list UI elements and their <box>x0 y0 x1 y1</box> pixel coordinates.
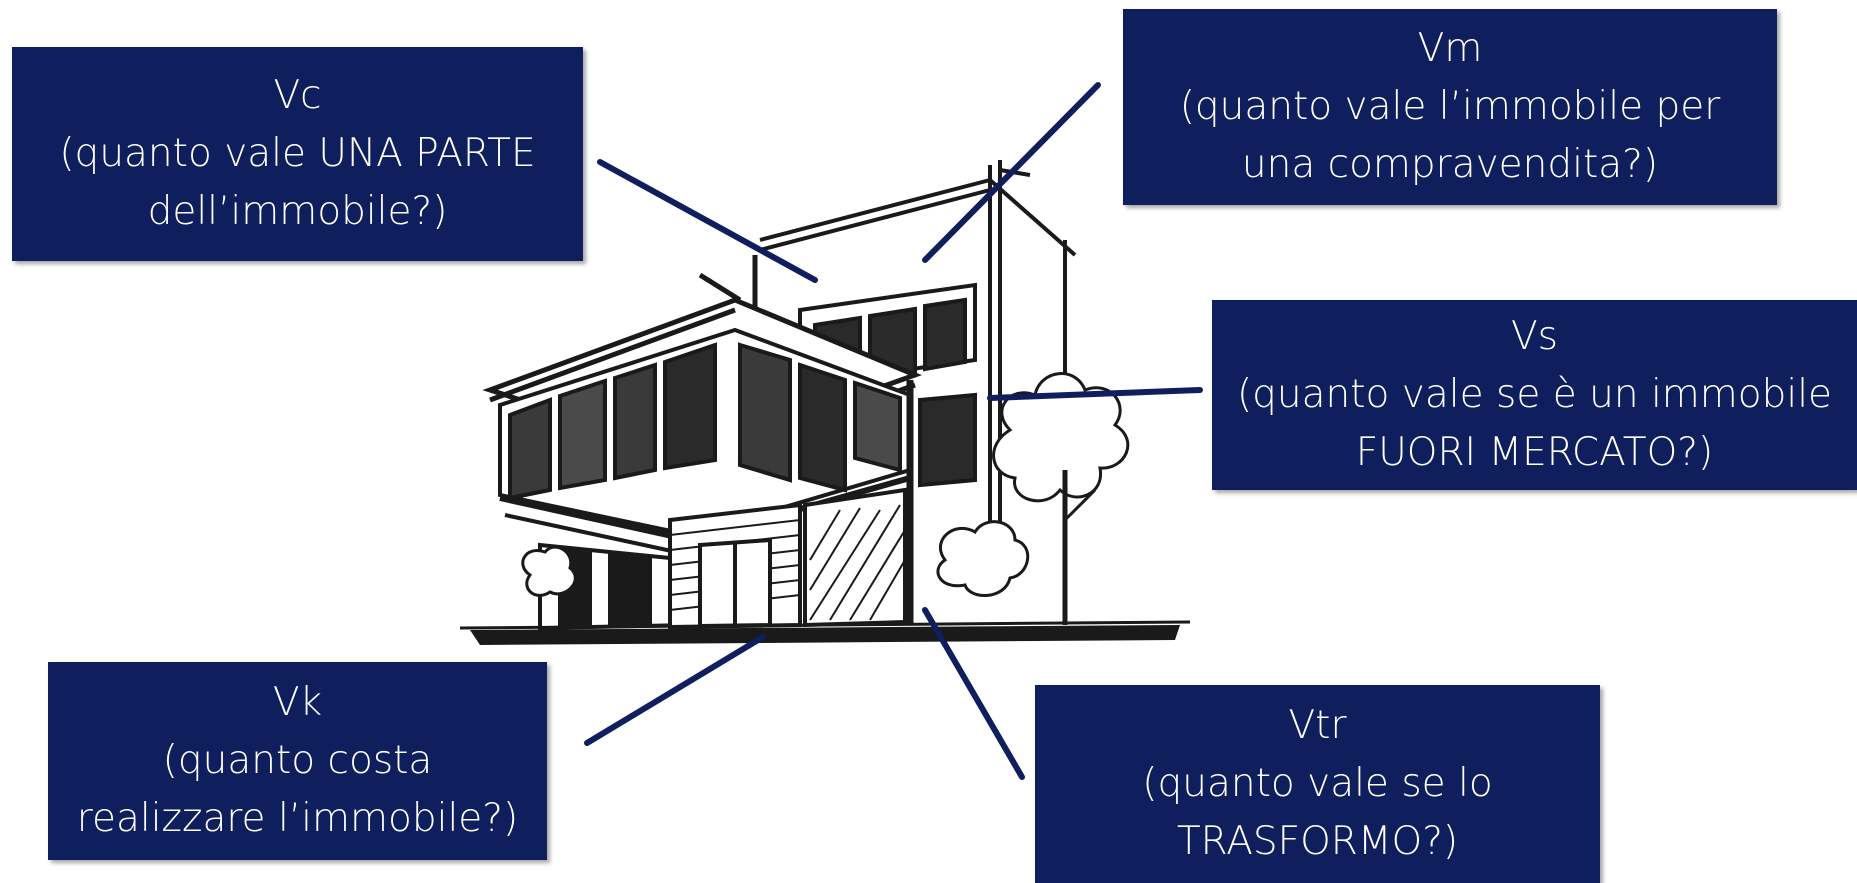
box-description-line: (quanto vale se è un immobile <box>1236 372 1833 417</box>
valuation-box-vs: Vs (quanto vale se è un immobile FUORI M… <box>1212 300 1857 490</box>
box-description-line: (quanto vale se lo <box>1142 761 1493 806</box>
connector-vc <box>597 159 818 283</box>
valuation-box-vc: Vc (quanto vale UNA PARTE dell’immobile?… <box>12 47 583 261</box>
main-glazing <box>498 327 912 557</box>
connector-lines <box>584 82 1203 780</box>
connector-vtr <box>922 607 1025 780</box>
box-description-line: dell’immobile?) <box>147 189 448 234</box>
valuation-box-vtr: Vtr (quanto vale se lo TRASFORMO?) <box>1035 685 1600 883</box>
tree-icon <box>521 372 1130 625</box>
box-description-line: FUORI MERCATO?) <box>1355 430 1714 475</box>
box-description-line: TRASFORMO?) <box>1176 819 1459 864</box>
box-code: Vtr <box>1288 703 1347 748</box>
box-description-line: una compravendita?) <box>1241 142 1659 187</box>
valuation-box-vm: Vm (quanto vale l’immobile per una compr… <box>1123 9 1777 205</box>
box-code: Vc <box>273 73 322 118</box>
box-description-line: (quanto vale l’immobile per <box>1179 84 1721 129</box>
box-description-line: (quanto vale UNA PARTE <box>59 131 536 176</box>
valuation-box-vk: Vk (quanto costa realizzare l’immobile?) <box>48 662 547 860</box>
ground-floor <box>538 380 914 631</box>
box-description-line: (quanto costa <box>162 738 433 783</box>
box-code: Vk <box>272 680 323 725</box>
connector-vm <box>922 82 1101 263</box>
box-code: Vm <box>1417 26 1483 71</box>
connector-vs <box>987 387 1203 401</box>
connector-vk <box>584 634 766 746</box>
box-description-line: realizzare l’immobile?) <box>76 796 519 841</box>
box-code: Vs <box>1511 314 1558 359</box>
